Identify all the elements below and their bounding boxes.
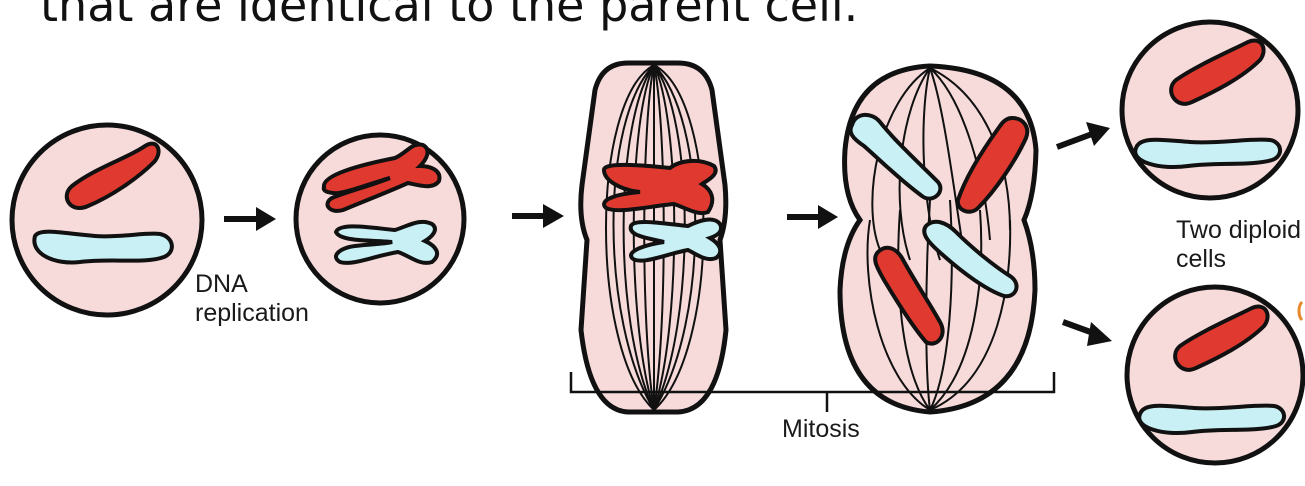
- metaphase-cell: [581, 63, 726, 412]
- dna-replication-label: DNA replication: [195, 270, 309, 328]
- arrow-5-down: [1063, 322, 1112, 346]
- two-diploid-label-line1: Two diploid: [1176, 216, 1301, 245]
- orange-mark: [1299, 302, 1302, 320]
- red-chromosome-metaphase: [604, 161, 716, 213]
- arrow-3: [787, 205, 838, 229]
- blue-chromosome-daughter-top: [1135, 140, 1280, 167]
- daughter-cell-top: [1122, 22, 1298, 198]
- dna-replication-label-line1: DNA: [195, 270, 309, 299]
- dna-replication-label-line2: replication: [195, 299, 309, 328]
- two-diploid-cells-label: Two diploid cells: [1176, 216, 1301, 274]
- parent-cell: [12, 125, 202, 315]
- blue-chromosome: [34, 232, 172, 263]
- arrow-2: [512, 204, 564, 228]
- mitosis-label: Mitosis: [782, 415, 860, 444]
- blue-chromosome-daughter-bottom: [1139, 406, 1284, 433]
- two-diploid-label-line2: cells: [1176, 245, 1301, 274]
- daughter-cell-bottom: [1127, 287, 1303, 463]
- arrow-4-up: [1057, 122, 1110, 147]
- heading-text: that are identical to the parent cell.: [40, 0, 858, 32]
- anaphase-cell: [840, 66, 1036, 412]
- arrow-1: [224, 207, 276, 231]
- replicated-cell: [296, 135, 464, 303]
